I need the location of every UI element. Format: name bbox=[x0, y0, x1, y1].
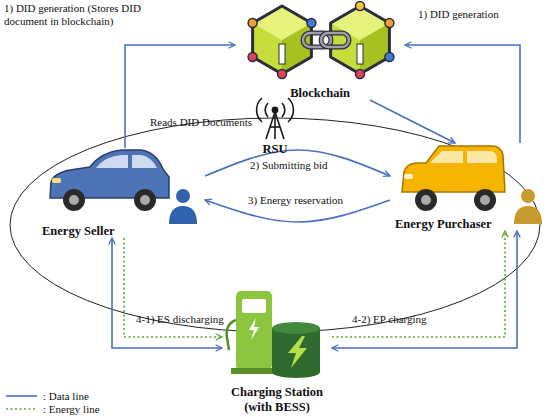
block-cube bbox=[278, 70, 287, 79]
purchaser-car-icon bbox=[480, 195, 490, 205]
block-cube bbox=[279, 44, 285, 64]
edge-label: 1) DID generation (Stores DID document i… bbox=[4, 2, 174, 28]
charging-station-icon bbox=[242, 299, 266, 313]
energy-line bbox=[332, 231, 505, 337]
block-cube bbox=[331, 2, 394, 79]
rsu-tower-icon bbox=[265, 103, 268, 117]
block-cube bbox=[385, 53, 394, 62]
seller-person-icon bbox=[169, 206, 197, 224]
data-line bbox=[112, 238, 222, 348]
purchaser-car-icon bbox=[430, 151, 463, 163]
node-label: Blockchain bbox=[290, 86, 350, 100]
block-cube bbox=[356, 2, 365, 11]
battery-storage-icon bbox=[272, 322, 320, 378]
purchaser-person-icon bbox=[514, 189, 542, 224]
purchaser-car-icon bbox=[402, 146, 505, 211]
legend-text: : Energy line bbox=[43, 403, 100, 415]
seller-car-icon bbox=[50, 150, 169, 211]
seller-car-icon bbox=[140, 195, 150, 205]
seller-person-icon bbox=[169, 189, 197, 224]
block-cube bbox=[385, 19, 394, 28]
seller-person-icon bbox=[176, 189, 190, 203]
seller-car-icon bbox=[69, 195, 79, 205]
node-label: Energy Seller bbox=[42, 224, 115, 238]
purchaser-car-icon bbox=[474, 189, 496, 211]
charging-station-icon bbox=[231, 368, 277, 374]
seller-car-icon bbox=[134, 189, 156, 211]
rsu-tower-icon bbox=[257, 98, 294, 139]
rsu-tower-icon bbox=[282, 103, 285, 117]
rsu-tower-icon bbox=[266, 112, 284, 139]
battery-storage-icon bbox=[288, 336, 307, 368]
legend-sample bbox=[4, 391, 40, 401]
purchaser-person-icon bbox=[514, 206, 542, 224]
node-label: Energy Purchaser bbox=[395, 217, 492, 231]
node-label: RSU bbox=[262, 142, 287, 156]
purchaser-car-icon bbox=[402, 146, 505, 192]
vehicle-node: Energy Purchaser bbox=[390, 143, 545, 231]
seller-car-icon bbox=[96, 155, 128, 168]
legend-entry: : Energy line bbox=[4, 402, 100, 415]
purchaser-car-icon bbox=[415, 189, 437, 211]
block-cube bbox=[356, 70, 365, 79]
data-line bbox=[405, 45, 520, 143]
edge-label: 1) DID generation bbox=[418, 8, 499, 21]
seller-car-icon bbox=[52, 178, 61, 183]
chain-link bbox=[303, 33, 349, 47]
edge-label: 2) Submitting bid bbox=[250, 159, 328, 172]
legend-entry: : Data line bbox=[4, 389, 100, 402]
chain-link bbox=[321, 33, 349, 47]
legend: : Data line: Energy line bbox=[4, 389, 100, 415]
data-line bbox=[332, 231, 517, 348]
rsu-tower-icon bbox=[274, 112, 276, 139]
block-cube bbox=[331, 6, 390, 74]
charging-station-icon bbox=[236, 291, 272, 370]
data-line bbox=[125, 45, 235, 148]
purchaser-car-icon bbox=[404, 174, 413, 179]
data-line bbox=[370, 100, 455, 143]
battery-storage-icon bbox=[272, 366, 320, 378]
rsu-tower-icon bbox=[257, 98, 262, 122]
purchaser-car-icon bbox=[467, 151, 497, 163]
seller-car-icon bbox=[50, 150, 169, 198]
charging-station-icon bbox=[227, 320, 236, 350]
rsu-tower-icon bbox=[272, 107, 277, 112]
block-cube bbox=[307, 19, 316, 28]
edge-label: Reads DID Documents bbox=[150, 116, 252, 129]
station-node: Charging Station (with BESS) bbox=[222, 282, 332, 414]
seller-car-icon bbox=[63, 189, 85, 211]
rsu-node: RSU bbox=[250, 100, 300, 156]
legend-sample bbox=[6, 395, 37, 397]
rsu-tower-icon bbox=[288, 98, 293, 122]
blockchain-icon bbox=[248, 2, 394, 79]
rsu-tower-icon bbox=[270, 126, 280, 128]
seller-car-icon bbox=[132, 155, 157, 168]
edge-label: 4-1) ES discharging bbox=[136, 313, 224, 326]
block-cube bbox=[248, 53, 257, 62]
legend-sample bbox=[6, 408, 37, 410]
edge-label: 3) Energy reservation bbox=[248, 194, 343, 207]
block-cube bbox=[248, 19, 257, 28]
legend-sample bbox=[4, 404, 40, 414]
purchaser-car-icon bbox=[421, 195, 431, 205]
edge-label: 4-2) EP charging bbox=[352, 313, 427, 326]
rsu-coverage-ellipse bbox=[10, 118, 540, 332]
block-cube bbox=[357, 44, 363, 64]
data-line bbox=[205, 150, 390, 176]
legend-text: : Data line bbox=[43, 390, 89, 402]
node-label: Charging Station (with BESS) bbox=[225, 385, 330, 414]
blockchain-node: Blockchain bbox=[235, 0, 405, 100]
battery-storage-icon bbox=[272, 322, 320, 334]
charging-station-icon bbox=[249, 318, 259, 340]
charging-station-icon bbox=[227, 291, 277, 374]
battery-storage-icon bbox=[272, 328, 320, 372]
purchaser-person-icon bbox=[521, 189, 535, 203]
chain-link bbox=[321, 33, 349, 47]
vehicle-node: Energy Seller bbox=[30, 148, 205, 238]
